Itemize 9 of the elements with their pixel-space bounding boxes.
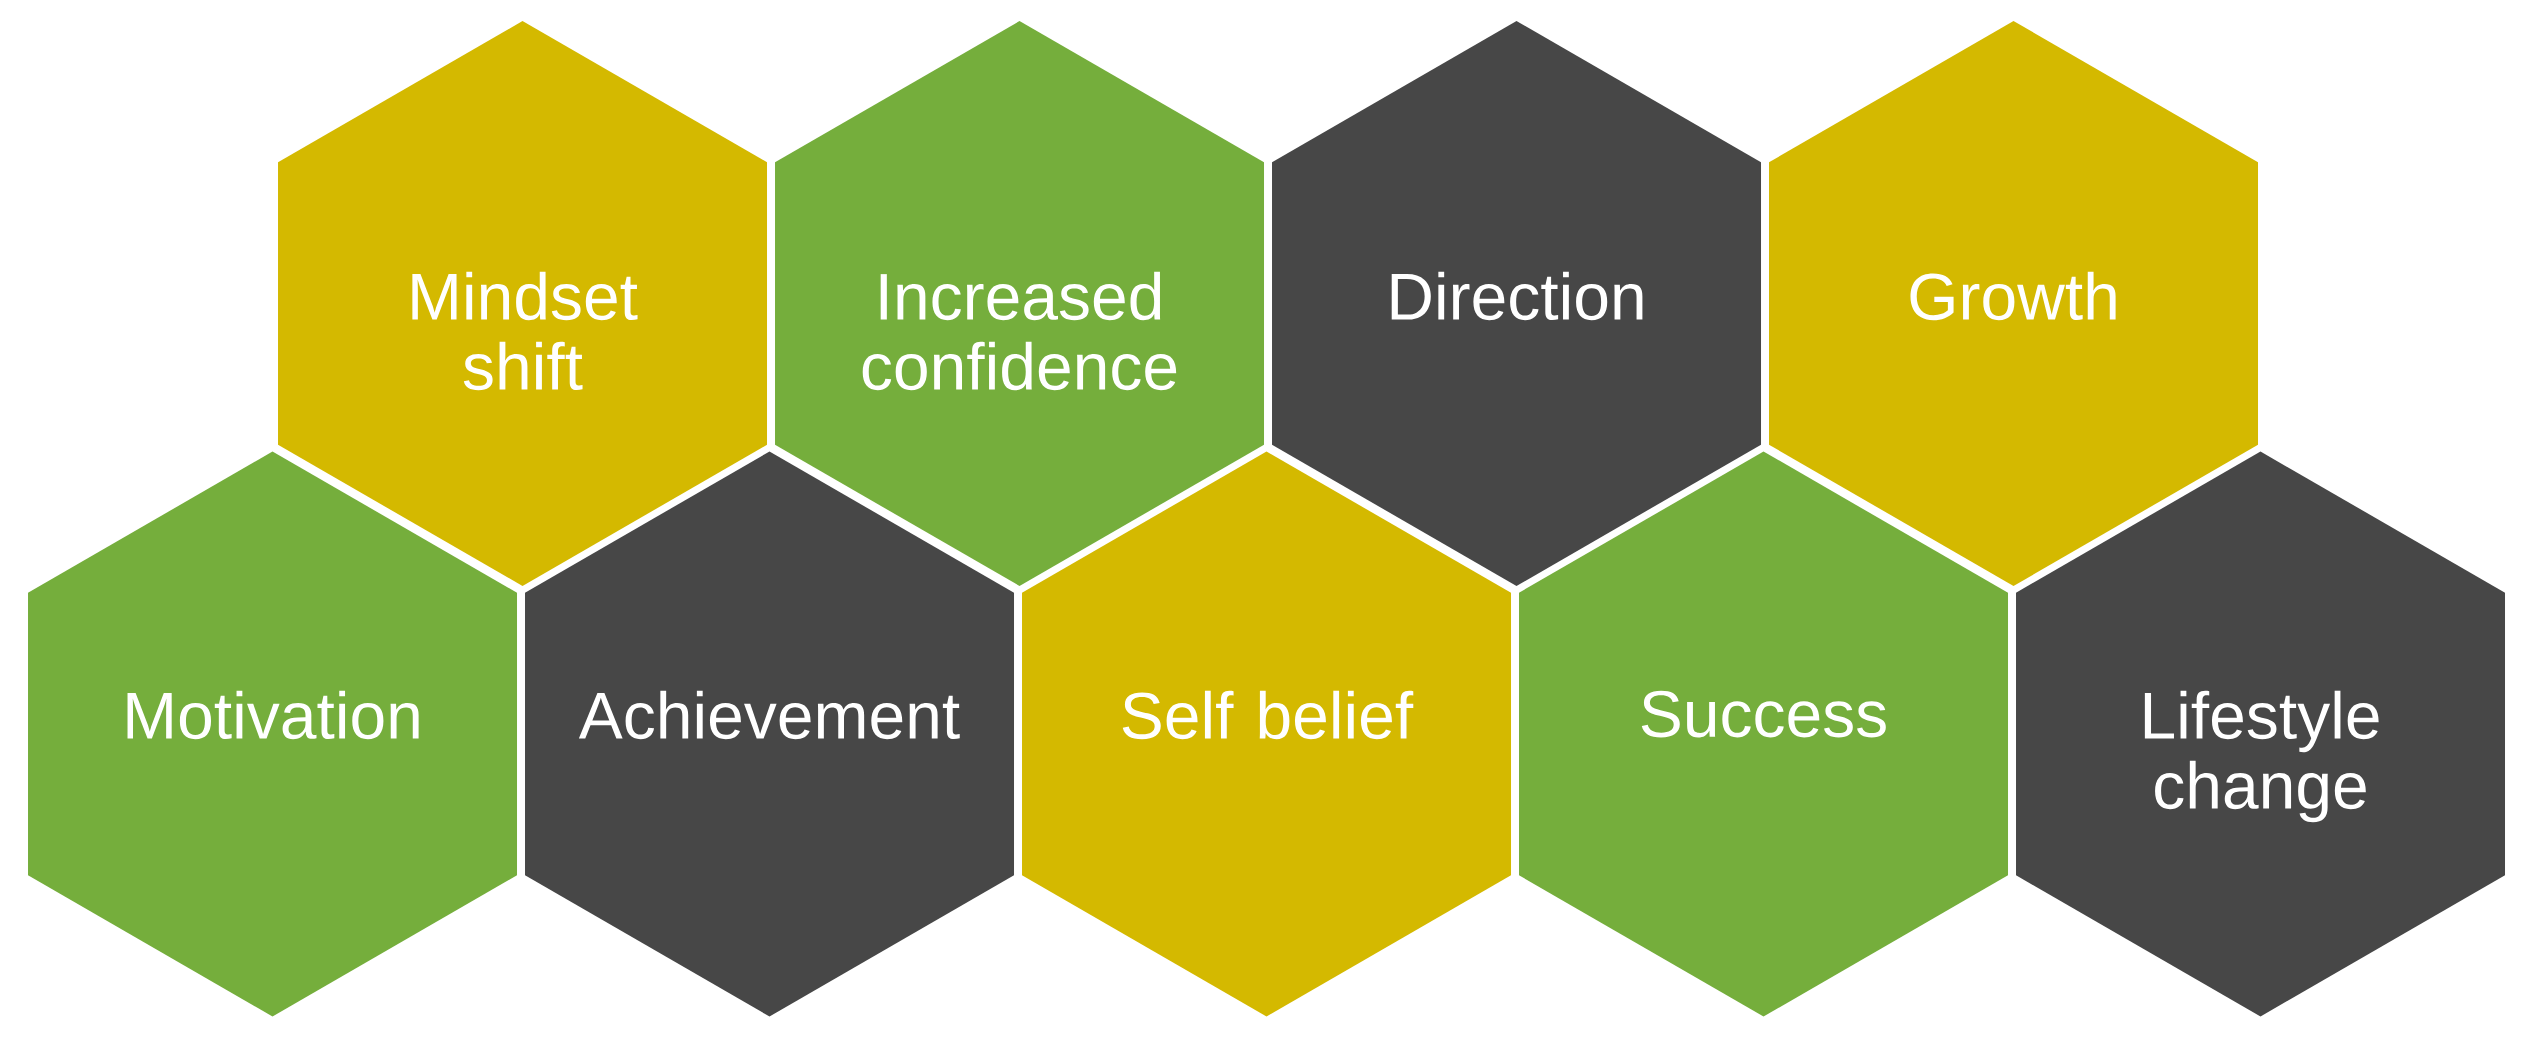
hexagon: Success <box>1519 451 2008 1017</box>
hexagon: Achievement <box>525 451 1014 1017</box>
hexagon: Mindset shift <box>278 21 767 586</box>
hexagon: Motivation <box>28 451 517 1017</box>
hexagon: Self belief <box>1022 451 1511 1017</box>
hexagon: Lifestyle change <box>2016 451 2505 1017</box>
hexagon: Direction <box>1272 21 1761 586</box>
hexagon: Growth <box>1769 21 2258 586</box>
hexagon: Increased confidence <box>775 21 1264 586</box>
